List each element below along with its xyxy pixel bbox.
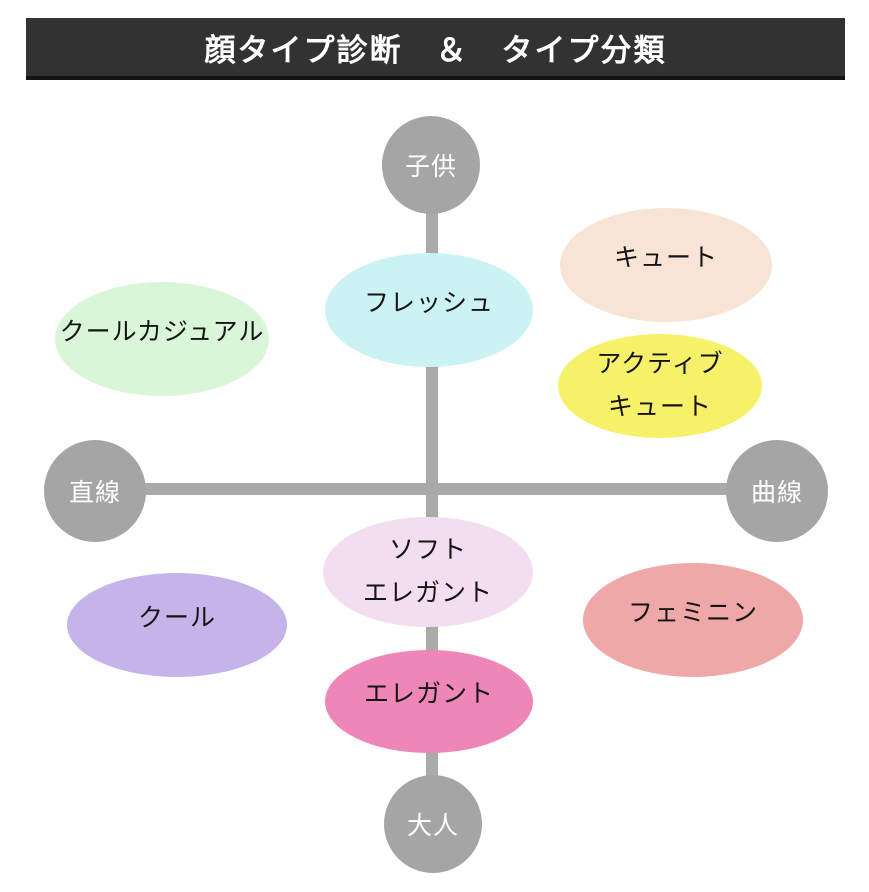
axis-node-adult: 大人 bbox=[384, 775, 482, 873]
type-label-line: クール bbox=[137, 603, 216, 632]
type-ellipse-fresh: フレッシュ bbox=[325, 253, 533, 367]
type-label-line: キュート bbox=[613, 243, 718, 272]
type-label-line: キュート bbox=[607, 393, 712, 421]
axis-node-label: 直線 bbox=[68, 479, 121, 507]
page-title: 顔タイプ診断 ＆ タイプ分類 bbox=[204, 32, 667, 68]
type-label-line: フェミニン bbox=[627, 598, 758, 627]
axis-node-curve: 曲線 bbox=[726, 440, 828, 542]
type-label-line: エレガント bbox=[362, 579, 493, 607]
type-ellipse-cool-casual: クールカジュアル bbox=[55, 282, 269, 396]
type-ellipse-elegant: エレガント bbox=[325, 650, 533, 753]
type-label-line: クールカジュアル bbox=[59, 317, 265, 346]
axis-node-label: 子供 bbox=[404, 153, 457, 181]
axis-node-child: 子供 bbox=[382, 116, 480, 214]
horizontal-axis-line bbox=[95, 483, 777, 495]
axis-node-straight: 直線 bbox=[44, 440, 146, 542]
type-label-line: ソフト bbox=[388, 536, 467, 565]
type-label-line: フレッシュ bbox=[363, 288, 494, 317]
axis-node-label: 曲線 bbox=[750, 479, 803, 507]
axis-node-label: 大人 bbox=[406, 812, 459, 840]
type-ellipse-cool: クール bbox=[67, 573, 287, 677]
type-ellipse-feminine: フェミニン bbox=[583, 563, 803, 677]
type-label-line: エレガント bbox=[363, 680, 494, 709]
type-label-line: アクティブ bbox=[596, 350, 724, 379]
page-title-bar: 顔タイプ診断 ＆ タイプ分類 bbox=[26, 18, 845, 80]
type-ellipse-cute: キュート bbox=[560, 208, 772, 322]
type-ellipse-soft-elegant: ソフト エレガント bbox=[323, 517, 533, 627]
type-ellipse-active-cute: アクティブ キュート bbox=[558, 334, 762, 438]
